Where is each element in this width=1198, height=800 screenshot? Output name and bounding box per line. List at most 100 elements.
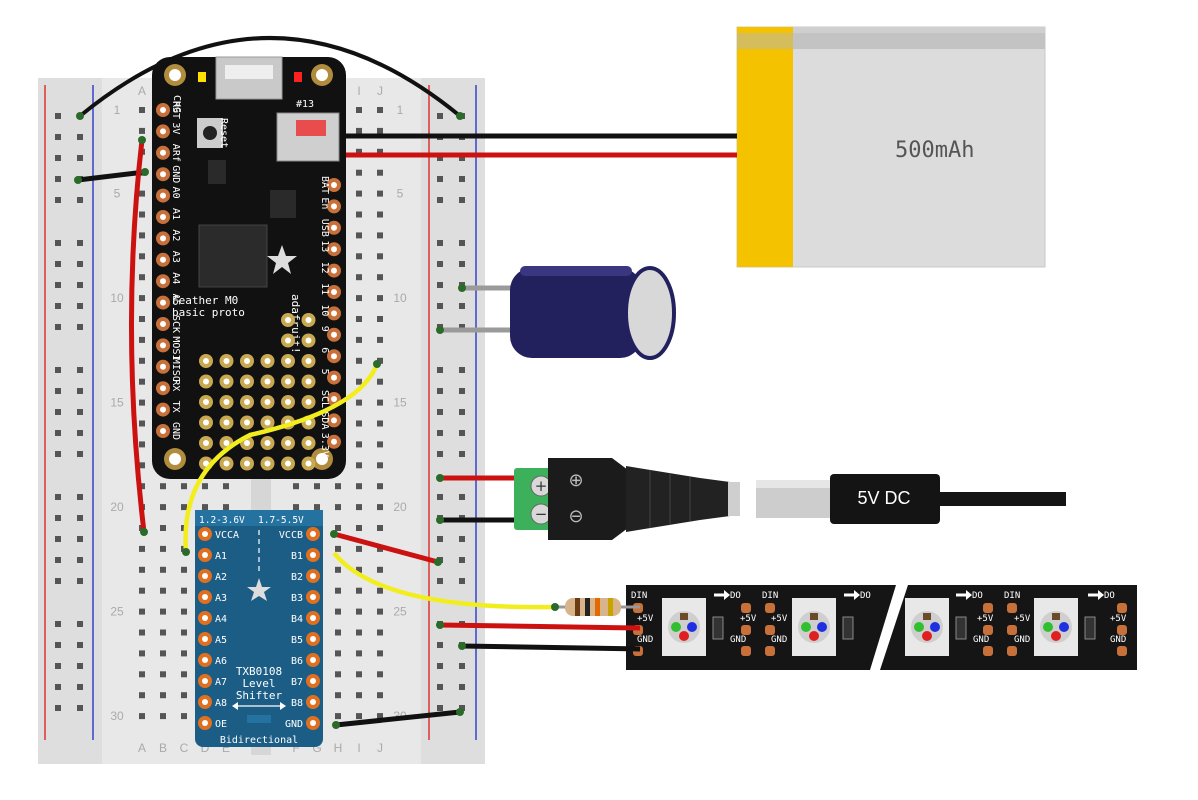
feather-pin: MOSI bbox=[156, 336, 181, 360]
feather-pin: 3.3V bbox=[319, 433, 341, 457]
feather-pin-label: A3 bbox=[170, 251, 181, 263]
feather-pin: A2 bbox=[156, 229, 181, 246]
row-number: 5 bbox=[397, 187, 404, 201]
electrolytic-capacitor bbox=[440, 266, 676, 360]
feather-subname: basic proto bbox=[172, 306, 245, 319]
feather-pin-label: A2 bbox=[170, 229, 181, 241]
column-letter: B bbox=[159, 741, 167, 755]
feather-pin-label: A1 bbox=[170, 208, 181, 220]
shifter-pin-label: A7 bbox=[215, 677, 227, 688]
shifter-pin: B5 bbox=[291, 632, 320, 646]
feather-pin: ARf bbox=[156, 144, 181, 162]
lipo-battery: 500mAh bbox=[736, 26, 1046, 268]
feather-pin-label: A5 bbox=[170, 294, 181, 306]
feather-pin: 9 bbox=[319, 326, 341, 342]
feather-pin-label: 3.3V bbox=[319, 433, 330, 457]
shifter-pin: B3 bbox=[291, 590, 320, 604]
strip-pad-label: DIN bbox=[631, 591, 647, 601]
feather-pin-label: 10 bbox=[319, 304, 330, 316]
shifter-pin: GND bbox=[285, 716, 320, 730]
strip-5v-wire bbox=[439, 622, 641, 631]
feather-pin: 11 bbox=[319, 283, 341, 299]
shifter-footer: Bidirectional bbox=[220, 735, 298, 746]
shifter-pin-label: A5 bbox=[215, 635, 227, 646]
plug-label: 5V DC bbox=[857, 488, 910, 508]
feather-pin: 13 bbox=[319, 240, 341, 257]
row-number: 1 bbox=[114, 103, 121, 117]
strip-pad-label: GND bbox=[730, 635, 746, 645]
shifter-pin-label: B1 bbox=[291, 551, 303, 562]
strip-pad-label: +5V bbox=[1110, 614, 1127, 624]
strip-gnd-wire bbox=[461, 643, 641, 652]
column-letter: A bbox=[138, 741, 146, 755]
shifter-pin-label: A6 bbox=[215, 656, 227, 667]
strip-pad-label: +5V bbox=[1014, 614, 1031, 624]
feather-pin-label: SCL bbox=[319, 390, 330, 408]
column-letter: E bbox=[222, 741, 230, 755]
feather-pin-label: 13 bbox=[319, 240, 330, 252]
shifter-pin-label: B3 bbox=[291, 593, 303, 604]
shifter-pin-label: B8 bbox=[291, 698, 303, 709]
feather-pin-label: TX bbox=[170, 401, 181, 413]
feather-pin: MISO bbox=[156, 358, 181, 382]
strip-pad-label: +5V bbox=[740, 614, 757, 624]
shifter-pin: VCCB bbox=[279, 527, 320, 541]
strip-pad-label: DIN bbox=[1004, 591, 1020, 601]
feather-pin: USB bbox=[319, 219, 341, 237]
column-letter: G bbox=[312, 741, 321, 755]
shifter-subtitle-2: Shifter bbox=[236, 689, 283, 702]
feather-pin-label: 3V bbox=[170, 122, 181, 134]
feather-pin-label: ARf bbox=[170, 144, 181, 162]
proto-area bbox=[199, 313, 316, 471]
feather-pin: 6 bbox=[319, 347, 341, 364]
row-number: 20 bbox=[110, 500, 124, 514]
feather-pin-label: GND bbox=[170, 165, 181, 183]
shifter-pin: A2 bbox=[198, 569, 227, 583]
shifter-pin: A4 bbox=[198, 611, 227, 625]
feather-pin: BAT bbox=[319, 176, 341, 194]
feather-pin-label: A4 bbox=[170, 272, 181, 284]
feather-pin-label: SDA bbox=[319, 411, 330, 429]
shifter-pin-label: B4 bbox=[291, 614, 303, 625]
feather-pin: A4 bbox=[156, 272, 181, 289]
shifter-pin: VCCA bbox=[198, 527, 239, 541]
jumper-wires bbox=[74, 36, 641, 729]
column-letter: D bbox=[201, 741, 210, 755]
shifter-pin-label: B5 bbox=[291, 635, 303, 646]
shifter-pin-label: A2 bbox=[215, 572, 227, 583]
feather-pin-label: 5 bbox=[319, 369, 330, 375]
feather-pin: RST bbox=[156, 101, 181, 119]
feather-pin-label: GND bbox=[170, 422, 181, 440]
led-13-label: #13 bbox=[296, 99, 314, 110]
feather-3v-wire bbox=[129, 139, 147, 533]
column-letter: I bbox=[357, 741, 360, 755]
feather-pin: A3 bbox=[156, 251, 181, 267]
data-in-wire bbox=[183, 363, 380, 553]
strip-pad-label: DO bbox=[860, 591, 871, 601]
feather-pin-label: 11 bbox=[319, 283, 330, 295]
feather-pin-label: RST bbox=[170, 101, 181, 119]
strip-pad-label: +5V bbox=[977, 614, 994, 624]
strip-pad-label: DO bbox=[1104, 591, 1115, 601]
battery-tab bbox=[737, 27, 793, 267]
strip-pad-label: +5V bbox=[637, 614, 654, 624]
shifter-pin-label: VCCA bbox=[215, 530, 239, 541]
svg-text:−: − bbox=[535, 505, 548, 523]
column-letter: H bbox=[334, 741, 343, 755]
feather-pin-label: 12 bbox=[319, 262, 330, 274]
strip-pad-label: +5V bbox=[771, 614, 788, 624]
feather-gnd-wire bbox=[77, 169, 146, 183]
feather-pin: 5 bbox=[319, 369, 341, 385]
row-number: 10 bbox=[393, 291, 407, 305]
feather-pin-label: SCK bbox=[170, 315, 181, 333]
shifter-pin: B8 bbox=[291, 695, 320, 709]
shifter-pin: A7 bbox=[198, 674, 227, 688]
feather-pin: GND bbox=[156, 165, 181, 183]
shifter-pin: A8 bbox=[198, 695, 227, 709]
shifter-pin-label: A3 bbox=[215, 593, 227, 604]
feather-pin-label: 9 bbox=[319, 326, 330, 332]
